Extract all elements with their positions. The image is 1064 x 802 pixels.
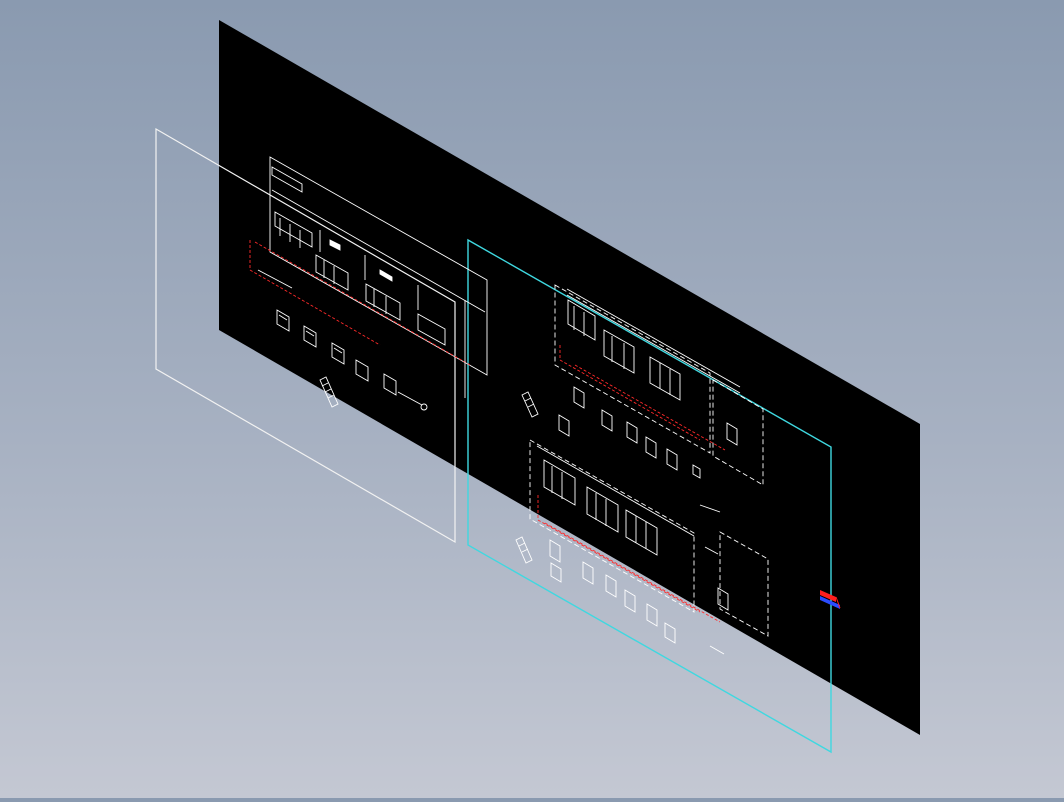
ucs-axis-icon[interactable] [820,590,841,609]
drawing-sheet [219,20,920,735]
cyan-viewport-frame[interactable] [467,238,832,754]
panel-right-bottom [515,439,769,655]
white-viewport-frame[interactable] [155,127,456,544]
panel-left [249,156,488,411]
panel-right-top [521,284,764,486]
